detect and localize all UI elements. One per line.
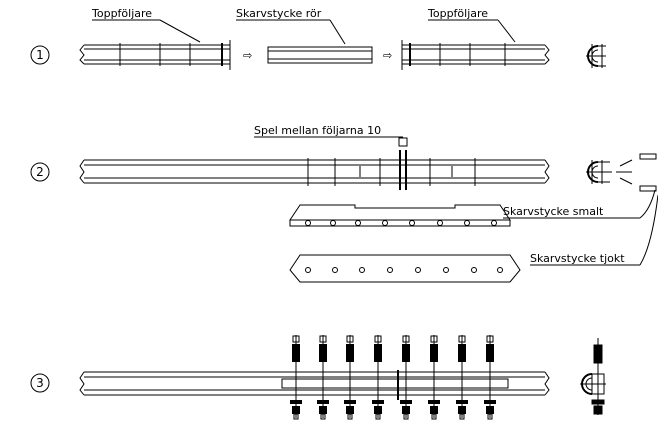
step-number-3-text: 3: [36, 376, 44, 390]
label-thick-plate: Skarvstycke tjokt: [530, 252, 625, 265]
bolts: [290, 335, 496, 420]
end-view-2: [586, 153, 657, 192]
step-number-3: 3: [30, 373, 50, 393]
bolt: [428, 335, 440, 420]
label-thin-plate: Skarvstycke smalt: [503, 205, 604, 218]
joined-rail: [79, 137, 550, 190]
end-view-3: [580, 338, 606, 415]
step-3: 3: [30, 335, 606, 420]
bolt: [400, 335, 412, 420]
step-number-1: 1: [30, 45, 50, 65]
step-number-2: 2: [30, 162, 50, 182]
assembled-rail: [79, 370, 550, 400]
label-gap: Spel mellan följarna 10: [254, 124, 381, 137]
step-number-1-text: 1: [36, 48, 44, 62]
bolt: [372, 335, 384, 420]
label-top-rail-left: Toppföljare: [91, 7, 152, 20]
label-top-rail-right: Toppföljare: [427, 7, 488, 20]
top-rail-right: [401, 40, 550, 70]
bolt: [484, 335, 496, 420]
bolt: [456, 335, 468, 420]
step-number-2-text: 2: [36, 165, 44, 179]
end-view-1: [586, 44, 606, 68]
step-2: 2 Spel mellan följarna 10: [30, 124, 658, 283]
thin-splice-plate: [289, 204, 511, 227]
bolt: [317, 335, 329, 420]
bolt: [290, 335, 302, 420]
arrow-2: ⇨: [383, 49, 392, 62]
thick-splice-plate: [289, 254, 521, 283]
top-rail-left: [79, 40, 231, 70]
label-pipe-splice: Skarvstycke rör: [236, 7, 322, 20]
arrow-1: ⇨: [243, 49, 252, 62]
bolt: [344, 335, 356, 420]
step-1: 1 Toppföljare ⇨ Skarvstycke rör ⇨: [30, 7, 606, 70]
pipe-splice: [267, 46, 373, 64]
